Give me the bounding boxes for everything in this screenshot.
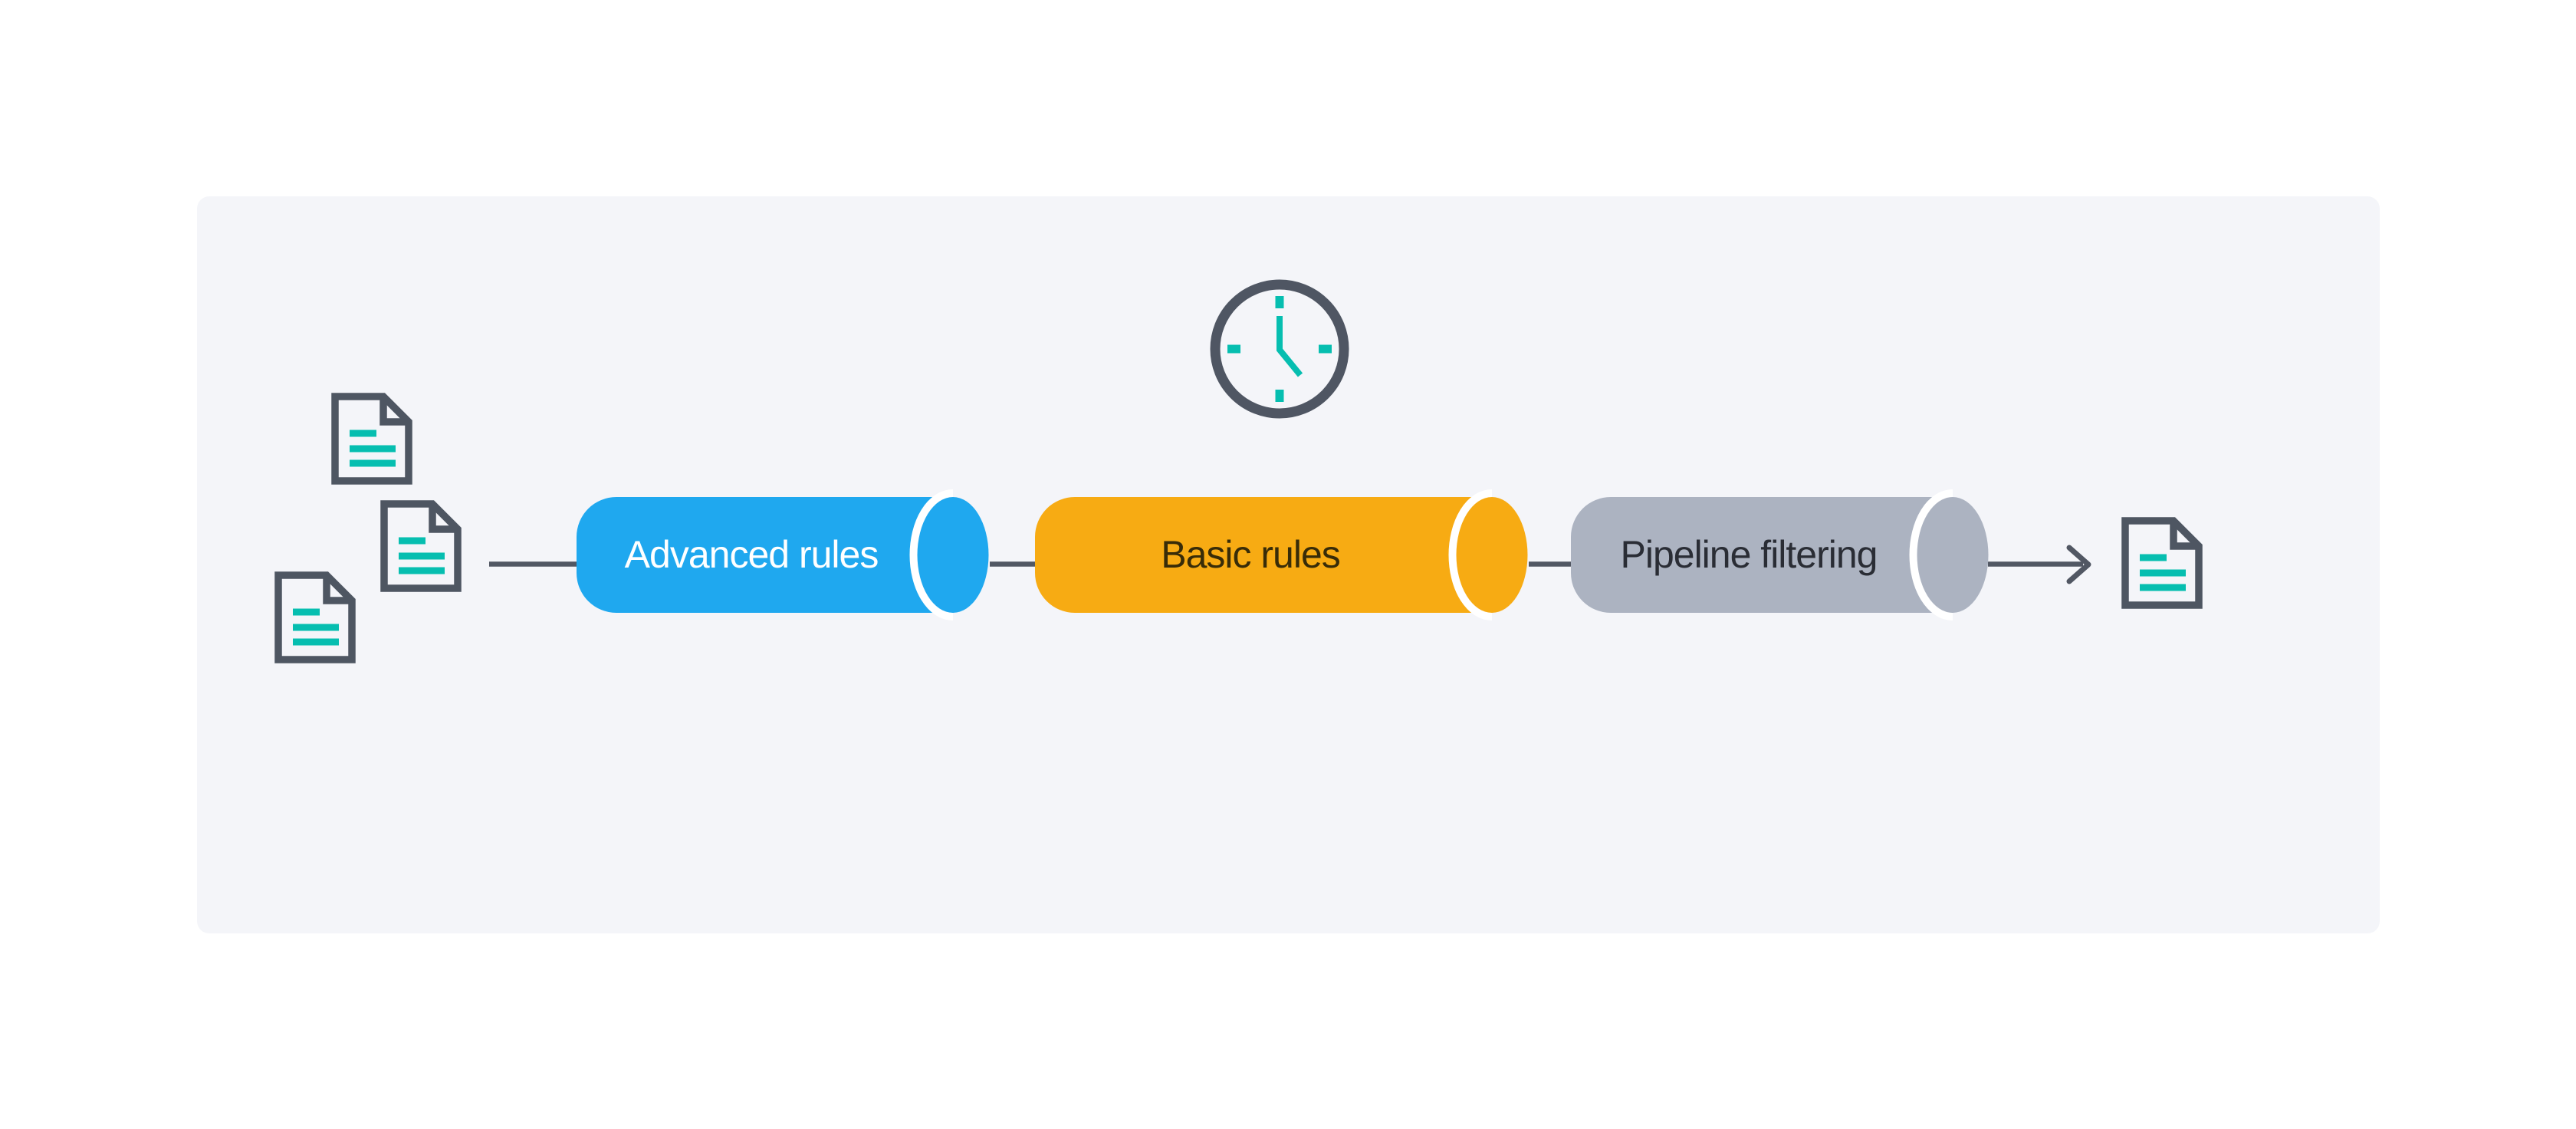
stage-label-pipeline-filtering: Pipeline filtering	[1621, 533, 1878, 576]
document-icon	[2125, 521, 2199, 605]
cylinder-cap	[1917, 497, 1989, 613]
stage-pipeline-filtering	[1571, 489, 1989, 620]
stage-advanced-rules	[577, 489, 989, 620]
stage-label-basic-rules: Basic rules	[1161, 533, 1340, 576]
arrow-right-icon	[2066, 545, 2091, 584]
cylinder-cap	[1456, 497, 1528, 613]
clock-icon	[1210, 279, 1349, 419]
document-icon	[384, 504, 458, 588]
document-icon	[335, 397, 409, 481]
stage-label-advanced-rules: Advanced rules	[625, 533, 879, 576]
clock-hands	[1276, 316, 1303, 377]
cylinder-cap	[917, 497, 989, 613]
document-icon	[278, 575, 352, 660]
stage-basic-rules	[1035, 489, 1528, 620]
